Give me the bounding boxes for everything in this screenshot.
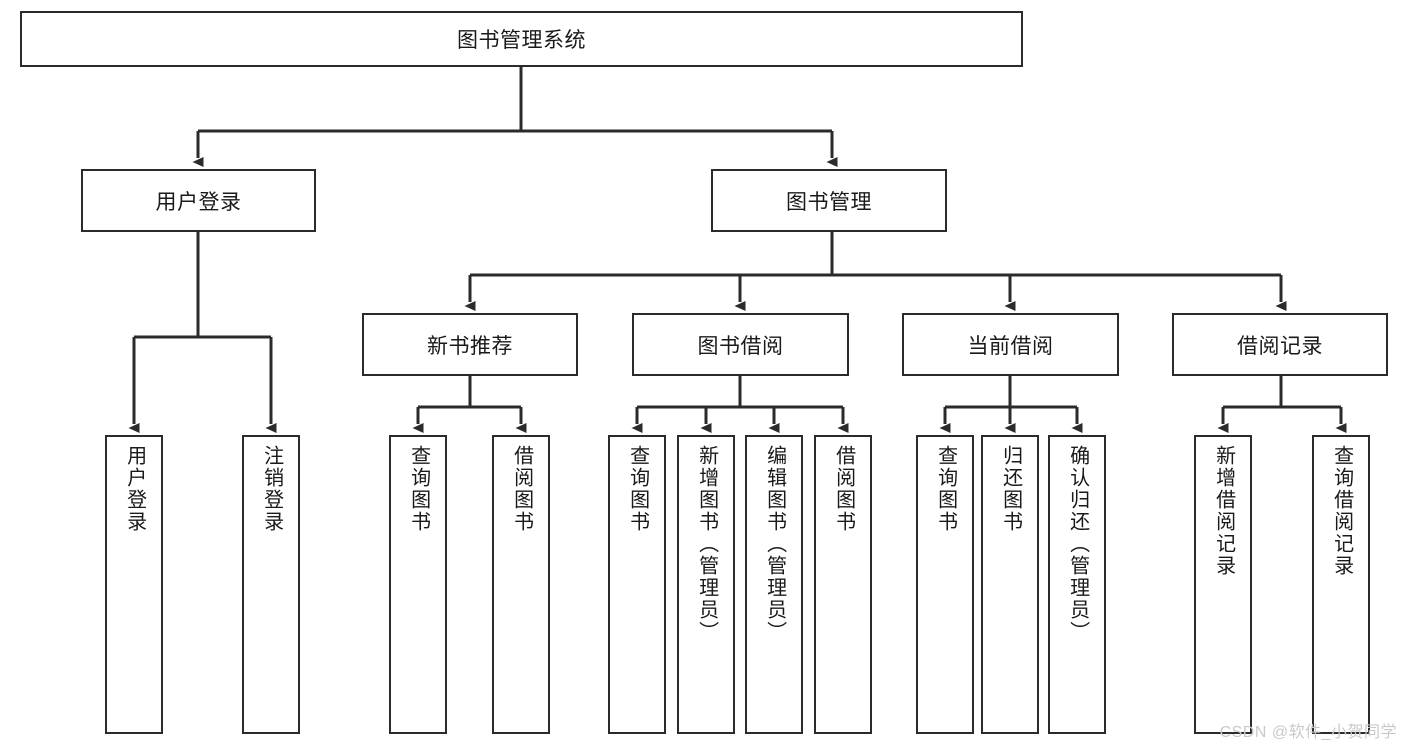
- node-leaf-query-record[interactable]: 查询借阅记录: [1312, 435, 1370, 734]
- node-borrow-record[interactable]: 借阅记录: [1172, 313, 1388, 376]
- node-new-book-recommend[interactable]: 新书推荐: [362, 313, 578, 376]
- node-current-borrow[interactable]: 当前借阅: [902, 313, 1119, 376]
- node-new-book-recommend-label: 新书推荐: [427, 334, 513, 358]
- node-leaf-borrow-book-1-label: 借阅图书: [510, 445, 533, 533]
- node-borrow-record-label: 借阅记录: [1237, 334, 1323, 358]
- node-root-label: 图书管理系统: [457, 29, 586, 52]
- node-leaf-borrow-book-2[interactable]: 借阅图书: [814, 435, 872, 734]
- node-book-borrow[interactable]: 图书借阅: [632, 313, 849, 376]
- node-current-borrow-label: 当前借阅: [967, 334, 1054, 358]
- node-leaf-logout-login[interactable]: 注销登录: [242, 435, 300, 734]
- node-leaf-user-login-label: 用户登录: [123, 445, 146, 533]
- node-leaf-add-book[interactable]: 新增图书（管理员）: [677, 435, 735, 734]
- node-leaf-edit-book[interactable]: 编辑图书（管理员）: [745, 435, 803, 734]
- node-leaf-query-book-2[interactable]: 查询图书: [608, 435, 666, 734]
- watermark: CSDN @软件_小贺同学: [1219, 724, 1397, 741]
- node-leaf-query-book-3-label: 查询图书: [934, 445, 957, 533]
- node-leaf-return-book-label: 归还图书: [999, 445, 1022, 533]
- node-leaf-confirm-return-label: 确认归还（管理员）: [1066, 445, 1089, 643]
- node-book-borrow-label: 图书借阅: [697, 334, 784, 358]
- node-leaf-query-record-label: 查询借阅记录: [1330, 445, 1353, 577]
- node-leaf-query-book-2-label: 查询图书: [626, 445, 649, 533]
- node-leaf-logout-login-label: 注销登录: [260, 445, 283, 533]
- node-leaf-add-record-label: 新增借阅记录: [1212, 445, 1235, 577]
- node-leaf-return-book[interactable]: 归还图书: [981, 435, 1039, 734]
- node-leaf-query-book-1[interactable]: 查询图书: [389, 435, 447, 734]
- node-leaf-add-book-label: 新增图书（管理员）: [695, 445, 718, 643]
- node-book-management-label: 图书管理: [786, 190, 872, 214]
- node-book-management[interactable]: 图书管理: [711, 169, 947, 232]
- node-leaf-add-record[interactable]: 新增借阅记录: [1194, 435, 1252, 734]
- node-leaf-borrow-book-1[interactable]: 借阅图书: [492, 435, 550, 734]
- node-leaf-edit-book-label: 编辑图书（管理员）: [763, 445, 786, 643]
- node-user-login[interactable]: 用户登录: [81, 169, 316, 232]
- node-leaf-borrow-book-2-label: 借阅图书: [832, 445, 855, 533]
- node-leaf-query-book-3[interactable]: 查询图书: [916, 435, 974, 734]
- node-leaf-confirm-return[interactable]: 确认归还（管理员）: [1048, 435, 1106, 734]
- node-leaf-user-login[interactable]: 用户登录: [105, 435, 163, 734]
- node-leaf-query-book-1-label: 查询图书: [407, 445, 430, 533]
- node-user-login-label: 用户登录: [155, 190, 242, 214]
- node-root[interactable]: 图书管理系统: [20, 11, 1023, 67]
